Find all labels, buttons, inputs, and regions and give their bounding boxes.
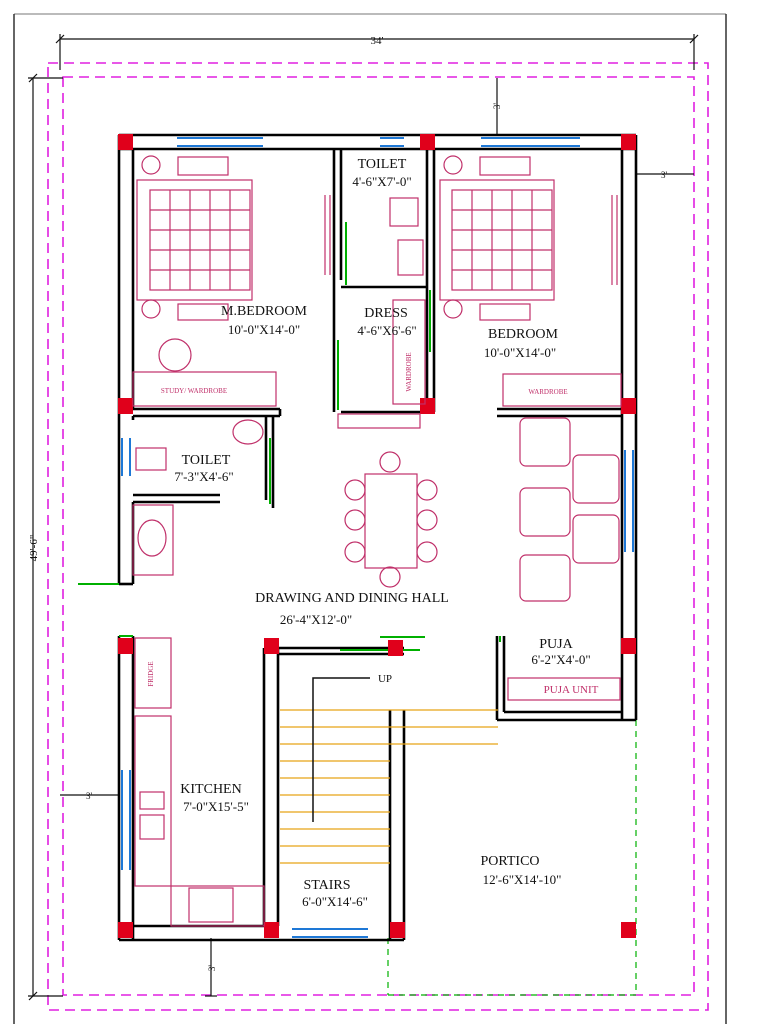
room-size-bedroom: 10'-0"X14'-0" (484, 345, 556, 360)
columns (118, 134, 636, 938)
room-name-toilet-top: TOILET (358, 157, 407, 172)
room-size-portico: 12'-6"X14'-10" (483, 872, 562, 887)
room-size-puja: 6'-2"X4'-0" (531, 652, 590, 667)
room-name-bedroom: BEDROOM (488, 327, 559, 342)
fixture-labels: STUDY/ WARDROBE WARDROBE WARDROBE PUJA U… (147, 352, 599, 696)
walls (117, 133, 638, 942)
stair-up-arrow (312, 677, 370, 822)
room-size-m-bedroom: 10'-0"X14'-0" (228, 322, 300, 337)
dim-overall-width: 34' (371, 35, 384, 47)
bedroom-wardrobe-label: WARDROBE (528, 388, 567, 396)
room-name-puja: PUJA (539, 637, 573, 652)
room-name-portico: PORTICO (480, 854, 539, 869)
fridge-label: FRIDGE (147, 661, 155, 686)
stair-treads (280, 709, 498, 864)
room-name-dress: DRESS (364, 306, 408, 321)
sheet-frame (13, 13, 727, 1024)
dim-right-setback: 3' (661, 170, 668, 180)
portico-outline (387, 720, 637, 996)
room-size-hall: 26'-4"X12'-0" (280, 612, 352, 627)
room-size-stairs: 6'-0"X14'-6" (302, 894, 368, 909)
room-name-kitchen: KITCHEN (180, 782, 241, 797)
room-labels: M.BEDROOM 10'-0"X14'-0" TOILET 4'-6"X7'-… (174, 157, 590, 909)
dim-left-setback: 3' (86, 791, 93, 801)
room-name-m-bedroom: M.BEDROOM (221, 304, 308, 319)
room-name-hall: DRAWING AND DINING HALL (255, 591, 449, 606)
windows (121, 137, 634, 938)
dim-overall-depth: 49'-6" (28, 535, 40, 562)
dim-top-setback: 3' (492, 103, 502, 110)
dress-wardrobe-label: WARDROBE (405, 352, 413, 391)
room-size-toilet-top: 4'-6"X7'-0" (352, 174, 411, 189)
plot-boundary (47, 62, 709, 1011)
room-size-dress: 4'-6"X6'-6" (357, 323, 416, 338)
study-wardrobe-label: STUDY/ WARDROBE (161, 387, 227, 395)
dimension-lines (28, 34, 699, 1001)
dim-bottom-setback: 3' (207, 965, 217, 972)
stair-up-label: UP (378, 673, 392, 685)
doors (78, 222, 501, 651)
room-name-stairs: STAIRS (303, 878, 350, 893)
room-size-toilet-left: 7'-3"X4'-6" (174, 469, 233, 484)
furniture (132, 155, 622, 927)
room-size-kitchen: 7'-0"X15'-5" (183, 799, 249, 814)
puja-unit-label: PUJA UNIT (544, 684, 599, 696)
room-name-toilet-left: TOILET (182, 453, 231, 468)
